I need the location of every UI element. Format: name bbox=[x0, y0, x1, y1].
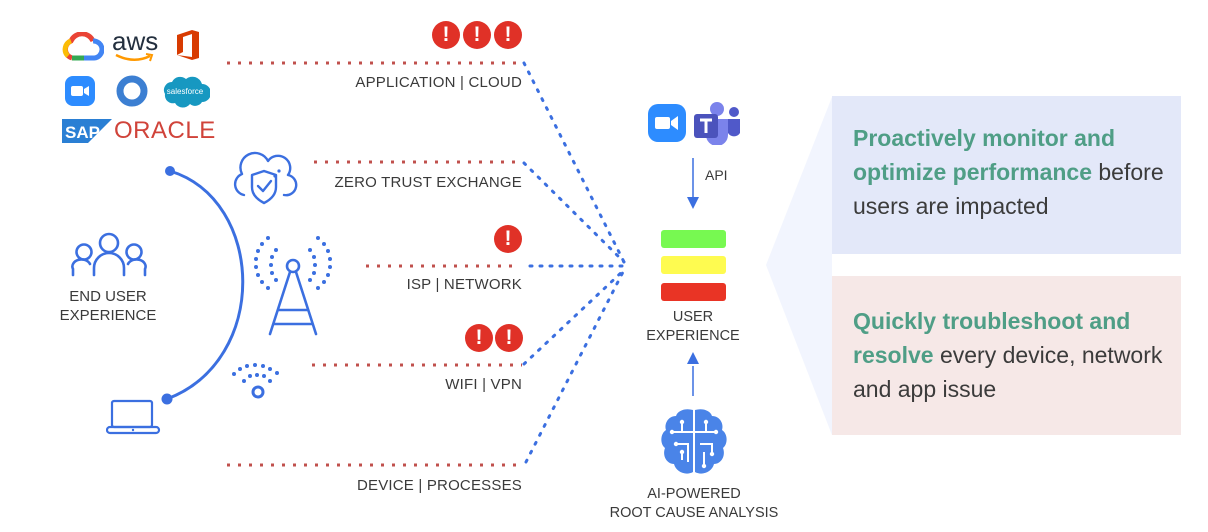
alert-icon[interactable]: ! bbox=[465, 324, 493, 352]
wifi-connector bbox=[522, 268, 626, 366]
end-user-arc bbox=[166, 169, 245, 401]
alert-icon[interactable]: ! bbox=[463, 21, 491, 49]
status-bar-warning bbox=[661, 256, 726, 274]
rca-label: AI-POWERED ROOT CAUSE ANALYSIS bbox=[588, 485, 800, 523]
status-bar-poor bbox=[661, 283, 726, 301]
end-user-label-line2: EXPERIENCE bbox=[59, 307, 157, 324]
end-user-label-line1: END USER bbox=[69, 288, 147, 305]
wifi-icon bbox=[232, 363, 279, 399]
user-experience-line1: USER bbox=[672, 309, 714, 325]
panel-proactive-rest: before users are impacted bbox=[853, 159, 1164, 219]
panel-proactive-highlight: Proactively monitor and optimize perform… bbox=[853, 125, 1116, 185]
teams-app-icon bbox=[694, 102, 740, 145]
arc-endpoint-bottom bbox=[161, 393, 173, 405]
zero-trust-connector bbox=[522, 161, 626, 264]
device-connector bbox=[524, 268, 626, 464]
user-experience-line2: EXPERIENCE bbox=[646, 328, 740, 344]
rca-arrow-head bbox=[687, 352, 699, 364]
arc-endpoint-top bbox=[165, 166, 175, 176]
office-365-icon bbox=[177, 30, 199, 60]
sap-icon: SAP bbox=[62, 119, 112, 143]
end-user-label: END USER EXPERIENCE bbox=[52, 287, 164, 325]
aws-logo: aws bbox=[112, 26, 159, 56]
alert-icon[interactable]: ! bbox=[494, 225, 522, 253]
alert-icon[interactable]: ! bbox=[494, 21, 522, 49]
panel-troubleshoot: Quickly troubleshoot and resolve every d… bbox=[832, 276, 1181, 435]
api-arrow-head bbox=[687, 197, 699, 209]
laptop-icon bbox=[106, 399, 161, 435]
salesforce-logo-text: salesforce bbox=[167, 87, 204, 96]
cloud-shield-icon bbox=[233, 151, 298, 205]
panel-proactive-text: Proactively monitor and optimize perform… bbox=[853, 121, 1181, 223]
radio-tower-icon bbox=[254, 236, 332, 336]
zoom-icon bbox=[65, 76, 95, 106]
alert-icon[interactable]: ! bbox=[432, 21, 460, 49]
layer-label-isp: ISP | NETWORK bbox=[406, 276, 522, 293]
rca-label-line2: ROOT CAUSE ANALYSIS bbox=[609, 505, 779, 521]
end-users-icon bbox=[71, 232, 147, 277]
application-connector bbox=[522, 61, 626, 264]
layer-label-wifi: WIFI | VPN bbox=[445, 376, 522, 393]
status-bar-good bbox=[661, 230, 726, 248]
panel-proactive: Proactively monitor and optimize perform… bbox=[832, 96, 1181, 254]
aws-smile-icon bbox=[115, 53, 154, 62]
user-experience-label: USER EXPERIENCE bbox=[630, 308, 756, 346]
salesforce-icon: salesforce bbox=[163, 76, 210, 108]
webex-icon bbox=[116, 75, 148, 107]
sap-logo-text: SAP bbox=[65, 123, 100, 142]
zoom-app-icon bbox=[648, 104, 686, 142]
ai-brain-icon bbox=[661, 409, 727, 474]
rca-label-line1: AI-POWERED bbox=[647, 486, 741, 502]
panel-troubleshoot-rest: every device, network and app issue bbox=[853, 342, 1163, 402]
google-cloud-icon bbox=[62, 32, 104, 61]
alert-icon[interactable]: ! bbox=[495, 324, 523, 352]
api-label: API bbox=[705, 167, 728, 183]
panel-troubleshoot-highlight: Quickly troubleshoot and resolve bbox=[853, 308, 1131, 368]
layer-label-application: APPLICATION | CLOUD bbox=[355, 74, 522, 91]
layer-label-device: DEVICE | PROCESSES bbox=[356, 477, 522, 494]
oracle-logo: ORACLE bbox=[114, 117, 216, 144]
panel-funnel-shape bbox=[766, 97, 832, 435]
layer-label-zero-trust: ZERO TRUST EXCHANGE bbox=[334, 174, 522, 191]
panel-troubleshoot-text: Quickly troubleshoot and resolve every d… bbox=[853, 304, 1181, 406]
